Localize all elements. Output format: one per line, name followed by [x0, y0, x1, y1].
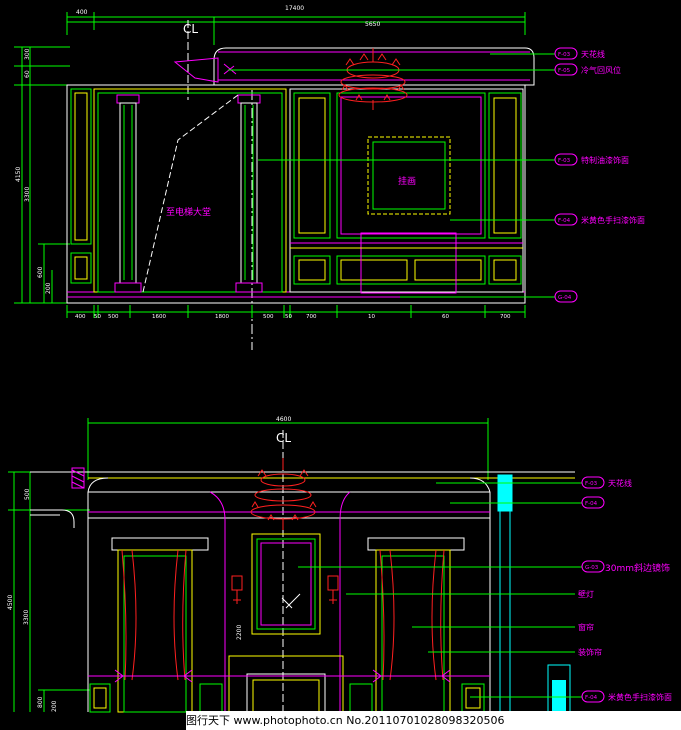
wall-lamp-right	[327, 575, 339, 604]
chandelier-top	[338, 48, 408, 110]
center-panel	[336, 92, 486, 239]
chandelier-bottom	[250, 458, 317, 530]
fireplace	[228, 655, 344, 713]
svg-text:700: 700	[500, 314, 511, 320]
beveled-mirror	[251, 533, 321, 635]
callout-decor-curtain: 装饰帘	[578, 647, 602, 657]
curtain-left	[111, 537, 209, 713]
top-dim-total: 17400	[285, 5, 304, 12]
callout-bottom-3: G-03 30mm斜边镜饰	[581, 560, 670, 574]
svg-text:F-04: F-04	[558, 218, 571, 224]
svg-text:30mm斜边镜饰: 30mm斜边镜饰	[605, 562, 670, 574]
svg-text:F-05: F-05	[558, 68, 571, 74]
right-panel-1	[293, 92, 331, 239]
svg-text:特制油漆饰面: 特制油漆饰面	[581, 155, 629, 165]
svg-text:10: 10	[368, 314, 375, 320]
callout-wall-lamp: 壁灯	[578, 589, 594, 599]
svg-text:1800: 1800	[215, 314, 229, 320]
column-right	[235, 94, 263, 293]
bottom-dim-4600: 4600	[276, 416, 291, 423]
left-panel-lower	[70, 252, 92, 284]
watermark-bar: 图行天下 www.photophoto.cn No.20110701028098…	[186, 711, 681, 730]
right-panel-2	[488, 92, 522, 239]
center-line-mark-top: CL	[183, 22, 198, 36]
console-table	[360, 232, 457, 294]
svg-text:200: 200	[45, 282, 52, 294]
svg-text:500: 500	[24, 488, 31, 500]
svg-text:600: 600	[37, 266, 44, 278]
svg-text:米黄色手扫漆饰面: 米黄色手扫漆饰面	[581, 215, 645, 225]
svg-text:4500: 4500	[7, 595, 14, 610]
return-air-vent	[173, 57, 219, 83]
svg-text:天花线: 天花线	[608, 478, 632, 488]
top-elevation: 400 17400 5650 CL 300 60 4150 3300 600 2…	[14, 5, 645, 350]
callout-top-5: G-04	[554, 290, 578, 303]
callout-top-3: F-03 特制油漆饰面	[554, 153, 629, 166]
svg-text:200: 200	[51, 700, 58, 712]
svg-text:60: 60	[442, 314, 449, 320]
callout-bottom-2: F-04	[581, 496, 605, 509]
center-line-mark-bottom: CL	[276, 431, 291, 445]
callout-top-2: F-05 冷气回风位	[554, 63, 621, 76]
bottom-elevation: 4600 CL 500 4500 3300 2200 800 200	[7, 416, 672, 713]
svg-text:天花线: 天花线	[581, 49, 605, 59]
callout-top-1: F-03 天花线	[554, 47, 605, 60]
svg-text:3300: 3300	[24, 187, 31, 202]
svg-text:2200: 2200	[236, 625, 243, 640]
svg-text:3300: 3300	[23, 610, 30, 625]
svg-text:F-03: F-03	[585, 481, 598, 487]
svg-text:400: 400	[75, 314, 86, 320]
svg-text:F-03: F-03	[558, 158, 571, 164]
svg-text:冷气回风位: 冷气回风位	[581, 65, 621, 75]
painting-frame	[367, 136, 451, 215]
svg-text:F-04: F-04	[585, 501, 598, 507]
svg-text:500: 500	[108, 314, 119, 320]
left-dim-300: 300	[24, 48, 31, 60]
curtain-right	[367, 537, 465, 713]
top-dim-5650: 5650	[365, 21, 380, 28]
callout-bottom-7: F-04 米黄色手扫漆饰面	[581, 690, 672, 703]
svg-text:50: 50	[285, 314, 292, 320]
callout-top-4: F-04 米黄色手扫漆饰面	[554, 213, 645, 226]
svg-text:F-03: F-03	[558, 52, 571, 58]
svg-text:50: 50	[94, 314, 101, 320]
painting-label: 挂画	[398, 175, 416, 187]
callout-bottom-1: F-03 天花线	[581, 476, 632, 489]
svg-text:米黄色手扫漆饰面: 米黄色手扫漆饰面	[608, 692, 672, 702]
column-left	[114, 94, 142, 293]
svg-text:G-04: G-04	[558, 295, 572, 301]
ceiling-cornice	[213, 47, 535, 86]
top-dim-400: 400	[76, 9, 88, 16]
left-dim-4150: 4150	[15, 167, 22, 182]
svg-text:1600: 1600	[152, 314, 166, 320]
wall-lamp-left	[231, 575, 243, 604]
svg-text:700: 700	[306, 314, 317, 320]
svg-text:800: 800	[37, 696, 44, 708]
top-wall-outline	[66, 84, 526, 304]
room-label-elevator-lobby: 至电梯大堂	[166, 206, 211, 218]
svg-text:60: 60	[24, 70, 31, 78]
cyan-column-cap	[497, 474, 513, 512]
svg-text:F-04: F-04	[585, 695, 598, 701]
stair-hidden-line	[142, 94, 239, 293]
svg-text:500: 500	[263, 314, 274, 320]
callout-curtain: 窗帘	[578, 622, 594, 632]
left-panel-upper	[70, 88, 92, 245]
svg-text:G-03: G-03	[585, 565, 599, 571]
